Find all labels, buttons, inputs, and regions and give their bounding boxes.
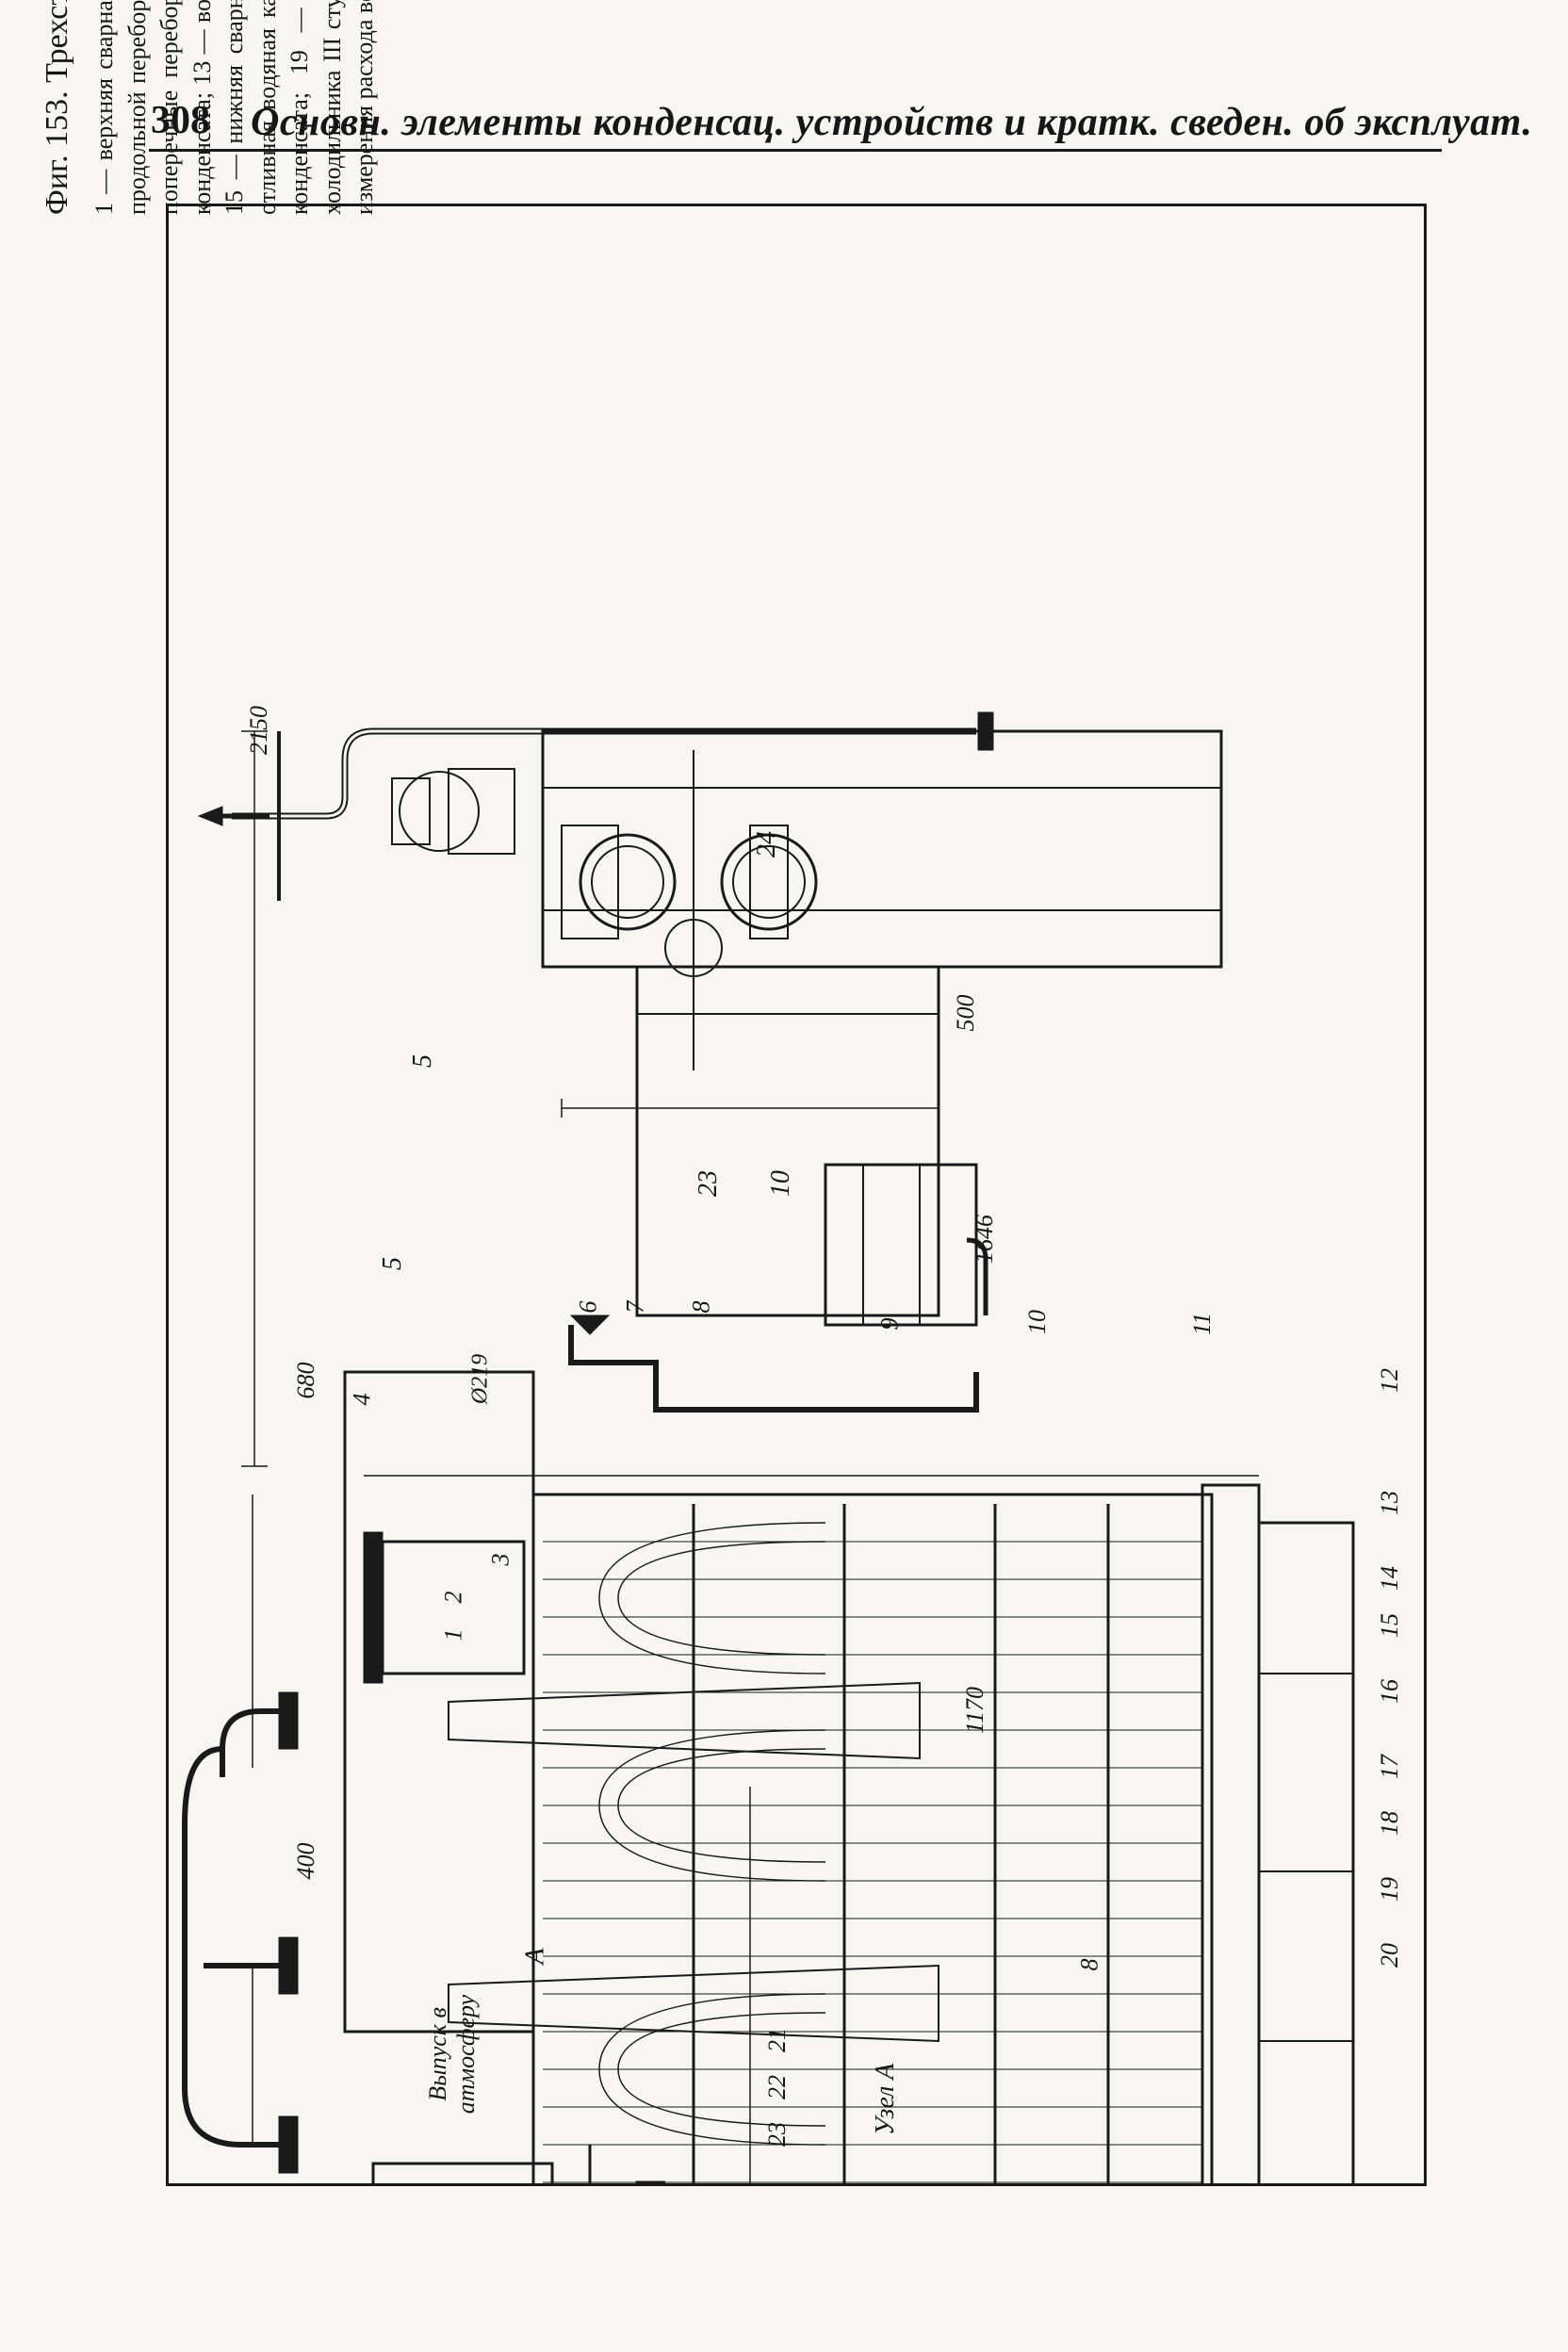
figure-caption-title: Фиг. 153. Трехступенчатый пароструйный э…	[38, 0, 77, 215]
label-vent: Выпуск в атмосферу	[424, 1994, 480, 2115]
figure-frame	[166, 204, 1427, 2186]
technical-drawing	[182, 711, 1355, 2186]
dim-500: 500	[952, 994, 979, 1032]
callout-21: 21	[763, 2028, 791, 2052]
callout-4: 4	[348, 1393, 376, 1406]
callout-7: 7	[621, 1300, 649, 1314]
callout-8b: 8	[1075, 1958, 1103, 1971]
label-node-a: Узел А	[871, 2063, 900, 2135]
side-view	[197, 711, 1223, 1413]
callout-16: 16	[1376, 1679, 1403, 1704]
side-view-dims	[241, 730, 939, 1467]
callout-8: 8	[687, 1300, 715, 1314]
callout-side-5: 5	[408, 1054, 437, 1068]
page-number: 308	[151, 99, 210, 142]
dim-1170: 1170	[961, 1686, 988, 1735]
callout-5: 5	[378, 1257, 407, 1270]
callout-1: 1	[439, 1628, 467, 1642]
callout-20: 20	[1376, 1943, 1403, 1968]
callout-15: 15	[1376, 1613, 1403, 1638]
callout-14: 14	[1376, 1566, 1403, 1591]
front-view	[182, 1370, 1355, 2186]
callout-18: 18	[1376, 1811, 1403, 1836]
callout-side-23: 23	[694, 1170, 723, 1197]
callout-19: 19	[1376, 1877, 1403, 1902]
label-node-a-marker: А	[520, 1948, 550, 1965]
dim-d219: Ø219	[467, 1353, 493, 1405]
callout-11: 11	[1188, 1312, 1217, 1336]
callout-side-24: 24	[752, 831, 781, 858]
callout-17: 17	[1376, 1755, 1403, 1779]
front-view-dims	[252, 1475, 1259, 2186]
callout-23: 23	[763, 2122, 791, 2147]
callout-2: 2	[439, 1591, 467, 1604]
callout-22: 22	[763, 2075, 791, 2099]
header-rule	[149, 149, 1442, 152]
callout-9: 9	[875, 1317, 904, 1331]
callout-3: 3	[486, 1553, 514, 1566]
dim-680: 680	[292, 1362, 319, 1399]
dim-1646: 1646	[971, 1215, 998, 1264]
callout-13: 13	[1376, 1491, 1403, 1515]
callout-6: 6	[574, 1300, 602, 1314]
callout-side-10: 10	[766, 1170, 795, 1197]
dim-400: 400	[292, 1842, 319, 1880]
dim-2150: 2150	[245, 706, 272, 755]
callout-10: 10	[1023, 1310, 1051, 1334]
callout-12: 12	[1376, 1368, 1403, 1393]
running-title: Основн. элементы конденсац. устройств и …	[251, 101, 1533, 144]
figure-legend: 1 — верхняя сварная коробка; 2 — внутрен…	[89, 0, 382, 215]
